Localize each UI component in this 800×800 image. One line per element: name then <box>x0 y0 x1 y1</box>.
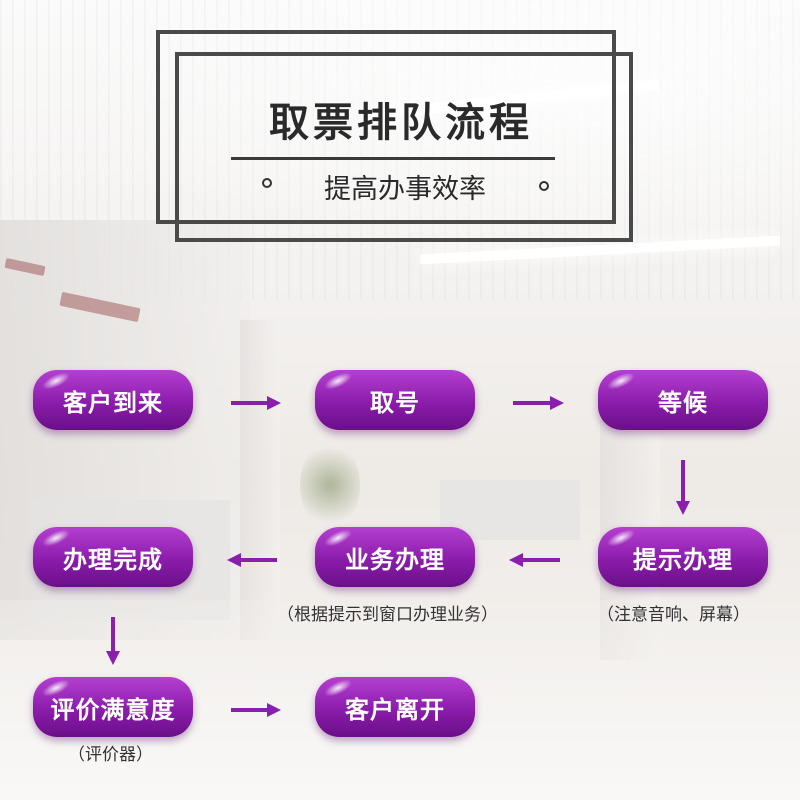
note-evaluate: （评价器） <box>68 745 153 765</box>
flow-arrow <box>231 703 281 717</box>
arrow-head <box>267 703 281 717</box>
step-customer-arrives: 客户到来 <box>33 369 193 430</box>
note-business: （根据提示到窗口办理业务） <box>277 605 498 625</box>
flow-arrow <box>231 396 281 410</box>
step-customer-leaves: 客户离开 <box>315 676 475 737</box>
potted-plant <box>300 440 360 530</box>
bullet-circle-icon <box>262 178 272 188</box>
step-label: 评价满意度 <box>50 695 176 724</box>
flow-arrow <box>227 553 277 567</box>
flow-arrow <box>513 396 564 410</box>
title-divider <box>231 157 555 160</box>
step-label: 等候 <box>658 388 708 417</box>
step-service-complete: 办理完成 <box>33 526 193 587</box>
page-subtitle: 提高办事效率 <box>324 174 486 205</box>
step-rate-satisfaction: 评价满意度 <box>33 676 193 737</box>
step-take-number: 取号 <box>315 369 475 430</box>
arrow-head <box>267 396 281 410</box>
pillar <box>240 320 280 640</box>
bullet-circle-icon <box>539 181 549 191</box>
arrow-head <box>106 651 120 665</box>
arrow-head <box>509 553 523 567</box>
flow-arrow <box>509 553 560 567</box>
flow-arrow <box>106 617 120 665</box>
arrow-head <box>550 396 564 410</box>
title-frame-back <box>156 30 616 224</box>
step-wait: 等候 <box>598 369 768 430</box>
step-label: 提示办理 <box>633 545 733 574</box>
page-title: 取票排队流程 <box>269 100 533 146</box>
step-prompt-service: 提示办理 <box>598 526 768 587</box>
step-label: 办理完成 <box>63 545 163 574</box>
step-label: 业务办理 <box>345 545 445 574</box>
gloss-highlight <box>604 369 638 393</box>
arrow-head <box>676 501 690 515</box>
step-label: 取号 <box>370 388 420 417</box>
note-prompt: （注意音响、屏幕） <box>597 605 750 625</box>
step-label: 客户到来 <box>63 388 163 417</box>
step-label: 客户离开 <box>345 695 445 724</box>
step-handle-business: 业务办理 <box>315 526 475 587</box>
flow-arrow <box>676 460 690 515</box>
arrow-head <box>227 553 241 567</box>
title-frame-front <box>175 52 633 242</box>
gloss-highlight <box>321 369 355 393</box>
